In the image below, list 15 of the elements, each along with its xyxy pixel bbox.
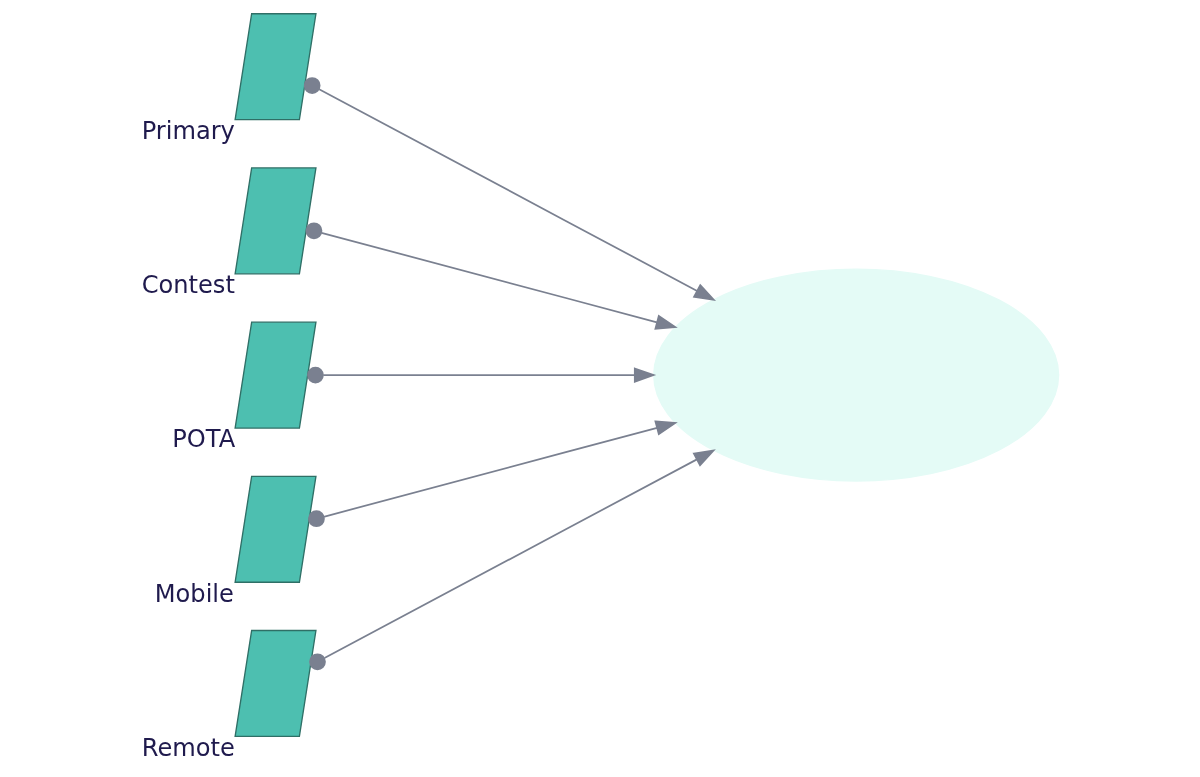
node-parallelogram — [234, 321, 317, 429]
arrow — [303, 77, 717, 302]
arrow — [307, 366, 657, 384]
arrow — [308, 420, 678, 528]
node-label: POTA — [172, 425, 236, 454]
node-parallelogram — [234, 167, 317, 275]
node-parallelogram — [234, 475, 317, 583]
arrow — [305, 222, 678, 330]
arrow — [309, 449, 716, 671]
node-label: Contest — [141, 271, 235, 300]
node-parallelogram — [234, 13, 317, 121]
node-parallelogram — [234, 629, 317, 738]
node-label: Remote — [141, 733, 235, 762]
node-label: Mobile — [154, 579, 234, 608]
node-label: Primary — [141, 116, 235, 145]
